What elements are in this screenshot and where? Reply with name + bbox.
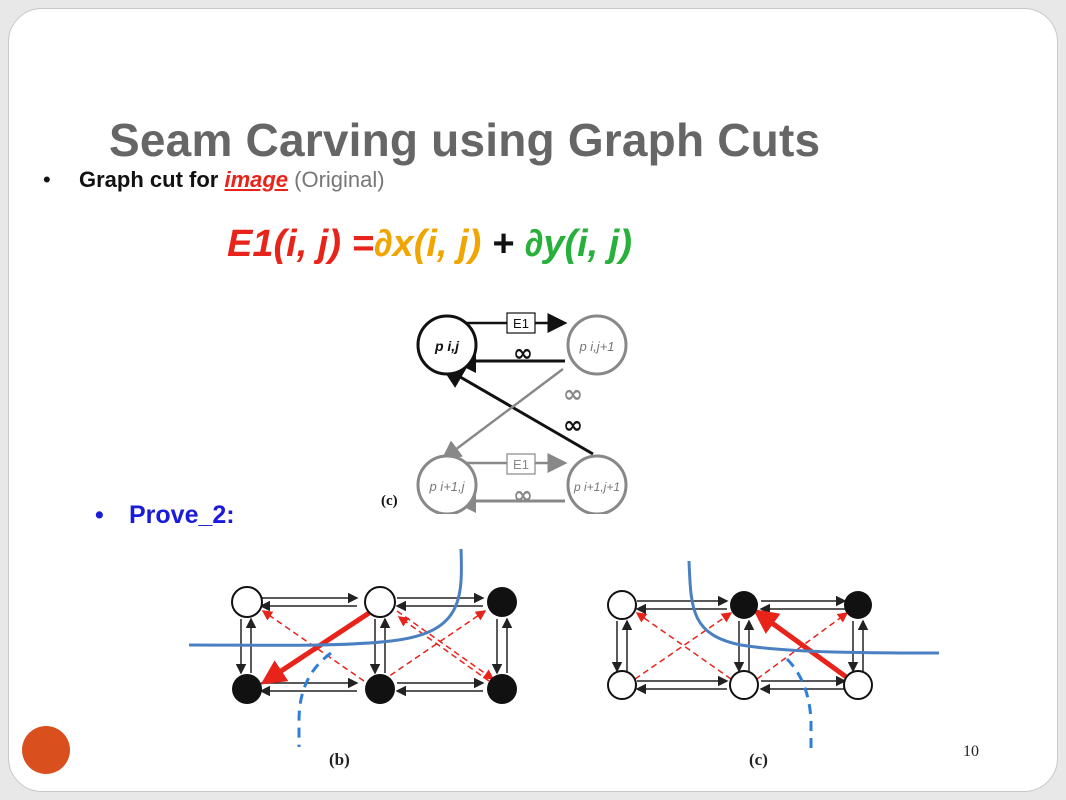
bullet1-prefix: Graph cut for xyxy=(79,167,225,192)
inf-label-top: ∞ xyxy=(513,339,533,367)
node-pi1j-label: p i+1,j xyxy=(428,479,465,494)
grid-c-node xyxy=(730,591,758,619)
grid-b-node xyxy=(364,586,396,618)
graph-c-caption: (c) xyxy=(381,493,398,509)
graph-c-diagram: E1 E1 ∞ ∞ ∞ ∞ p i,j p i,j+1 p i+1,j p i+… xyxy=(381,312,628,514)
inf-label-black-diag: ∞ xyxy=(563,411,583,439)
decorative-circle xyxy=(22,726,70,774)
bullet1-suffix: (Original) xyxy=(288,167,385,192)
grid-b-node xyxy=(231,586,263,618)
grid-c-diagram: (c) xyxy=(607,560,940,769)
node-pi1j xyxy=(416,454,478,514)
bullet1-emphasis: image xyxy=(224,167,289,192)
grid-b-caption: (b) xyxy=(329,750,350,769)
node-pij1-label: p i,j+1 xyxy=(578,339,614,354)
inf-label-bottom: ∞ xyxy=(513,481,533,509)
bullet2-text: Prove_2: xyxy=(129,501,235,529)
slide-title: Seam Carving using Graph Cuts xyxy=(109,114,821,166)
slide: Seam Carving using Graph Cuts • Graph cut… xyxy=(8,8,1058,792)
node-pi1j1 xyxy=(566,454,628,514)
bullet-dot: • xyxy=(43,167,51,192)
energy-formula: E1(i, j) =∂x(i, j) + ∂y(i, j) xyxy=(227,223,632,266)
grid-c-caption: (c) xyxy=(749,750,768,769)
bullet-graph-cut: • Graph cut for image (Original) xyxy=(43,167,385,193)
inf-label-gray-diag: ∞ xyxy=(563,380,583,408)
grid-b-node xyxy=(487,587,517,617)
grid-c-node xyxy=(843,670,873,700)
e1-box-top xyxy=(506,312,536,334)
e1-box-bottom xyxy=(506,453,536,475)
bullet-prove: • Prove_2: xyxy=(95,501,235,530)
grid-c-node xyxy=(844,591,872,619)
formula-lhs: E1(i, j) = xyxy=(227,223,374,265)
page-number: 10 xyxy=(963,743,979,760)
formula-dy: ∂y(i, j) xyxy=(524,223,632,265)
e1-label-top: E1 xyxy=(513,316,529,331)
formula-plus: + xyxy=(481,223,525,265)
node-pi1j1-label: p i+1,j+1 xyxy=(573,480,620,494)
grid-c-node xyxy=(607,670,637,700)
node-pij1 xyxy=(566,314,628,376)
node-pij-label: p i,j xyxy=(434,338,460,354)
grid-c-node xyxy=(607,590,637,620)
grid-b-node xyxy=(365,674,395,704)
grid-b-node xyxy=(232,674,262,704)
bullet-dot: • xyxy=(95,501,104,529)
grid-b-diagram: (b) xyxy=(188,548,517,769)
grid-c-node xyxy=(729,670,759,700)
formula-dx: ∂x(i, j) xyxy=(373,223,482,265)
grid-b-node xyxy=(487,674,517,704)
e1-label-bottom: E1 xyxy=(513,457,529,472)
node-pij xyxy=(416,314,478,376)
